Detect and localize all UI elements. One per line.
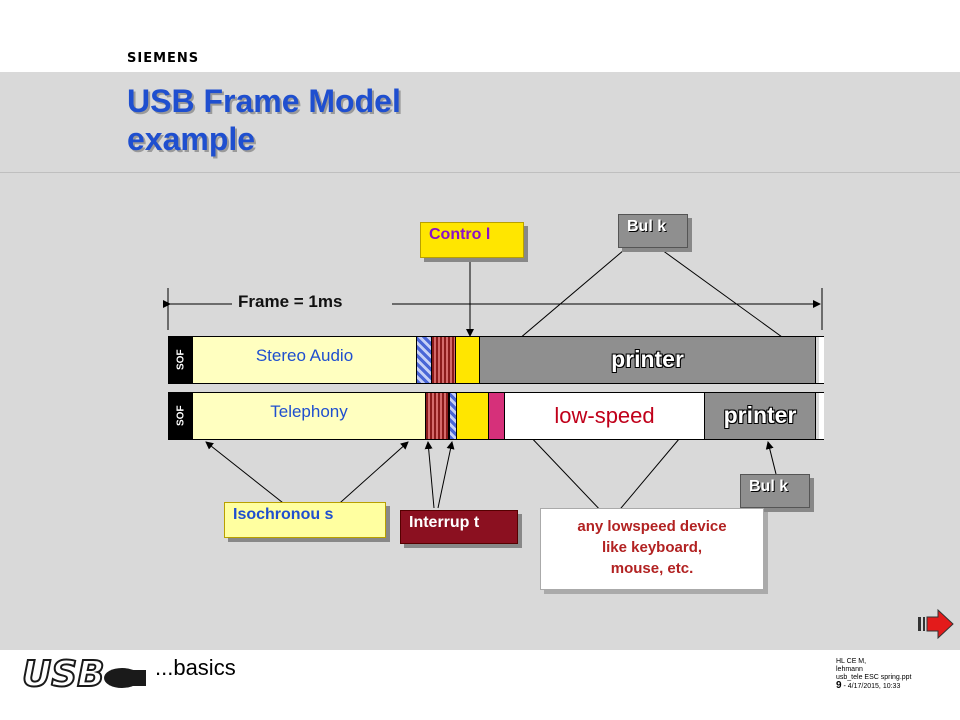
printer-label: printer xyxy=(611,346,684,372)
bulk-tag-bottom: Bul k xyxy=(740,474,810,508)
footer-info: HL CE M, lehmann usb_tele ESC spring.ppt… xyxy=(836,658,912,691)
isochronous-tag: Isochronou s xyxy=(224,502,386,538)
note-line-3: mouse, etc. xyxy=(610,560,694,577)
lowspeed-segment: low-speed xyxy=(505,393,705,439)
title-line-2: example xyxy=(127,121,256,157)
footer-date: - 4/17/2015, 10:33 xyxy=(841,683,901,690)
stereo-audio-label: Stereo Audio xyxy=(255,346,354,365)
frame-end-gap xyxy=(819,393,824,439)
interrupt-slot xyxy=(432,337,456,383)
lowspeed-note: any lowspeed device like keyboard, mouse… xyxy=(540,508,764,590)
interrupt-slot xyxy=(425,393,449,439)
footer-page-line: 9 - 4/17/2015, 10:33 xyxy=(836,680,912,691)
lowspeed-preamble xyxy=(489,393,505,439)
title-line-1: USB Frame Model xyxy=(127,83,401,119)
frame-end-gap xyxy=(819,337,824,383)
footer-line-1: HL CE M, xyxy=(836,658,867,665)
brand-logo: SIEMENS xyxy=(127,51,200,66)
isochronous-slot xyxy=(416,337,432,383)
usb-logo-icon: USB xyxy=(21,653,146,696)
section-label: ...basics xyxy=(155,655,236,680)
printer-segment: printer xyxy=(480,337,816,383)
lowspeed-label: low-speed xyxy=(554,403,655,428)
isochronous-slot xyxy=(449,393,457,439)
page-number: 9 xyxy=(836,680,842,691)
note-line-2: like keyboard, xyxy=(601,539,703,556)
frame-row-2: SOF Telephony low-speed printer xyxy=(168,392,824,440)
control-slot xyxy=(456,337,480,383)
title-band xyxy=(0,72,960,173)
next-arrow-icon[interactable] xyxy=(918,608,954,640)
sof-block: SOF xyxy=(169,393,193,439)
frame-row-1: SOF Stereo Audio printer xyxy=(168,336,824,384)
logo-text: USB xyxy=(22,654,105,695)
stereo-audio-segment: Stereo Audio xyxy=(193,337,416,383)
frame-duration-label: Frame = 1ms xyxy=(238,292,343,311)
footer-line-3: usb_tele ESC spring.ppt xyxy=(836,674,912,681)
telephony-segment: Telephony xyxy=(193,393,425,439)
printer-label: printer xyxy=(723,402,797,428)
note-line-1: any lowspeed device xyxy=(577,518,727,535)
telephony-label: Telephony xyxy=(270,402,348,421)
page-title: USB Frame Model example xyxy=(127,82,401,158)
interrupt-tag: Interrup t xyxy=(400,510,518,544)
printer-segment: printer xyxy=(705,393,816,439)
control-slot xyxy=(457,393,489,439)
footer-line-2: lehmann xyxy=(836,666,863,673)
bulk-tag-top: Bul k xyxy=(618,214,688,248)
control-tag: Contro l xyxy=(420,222,524,258)
sof-block: SOF xyxy=(169,337,193,383)
